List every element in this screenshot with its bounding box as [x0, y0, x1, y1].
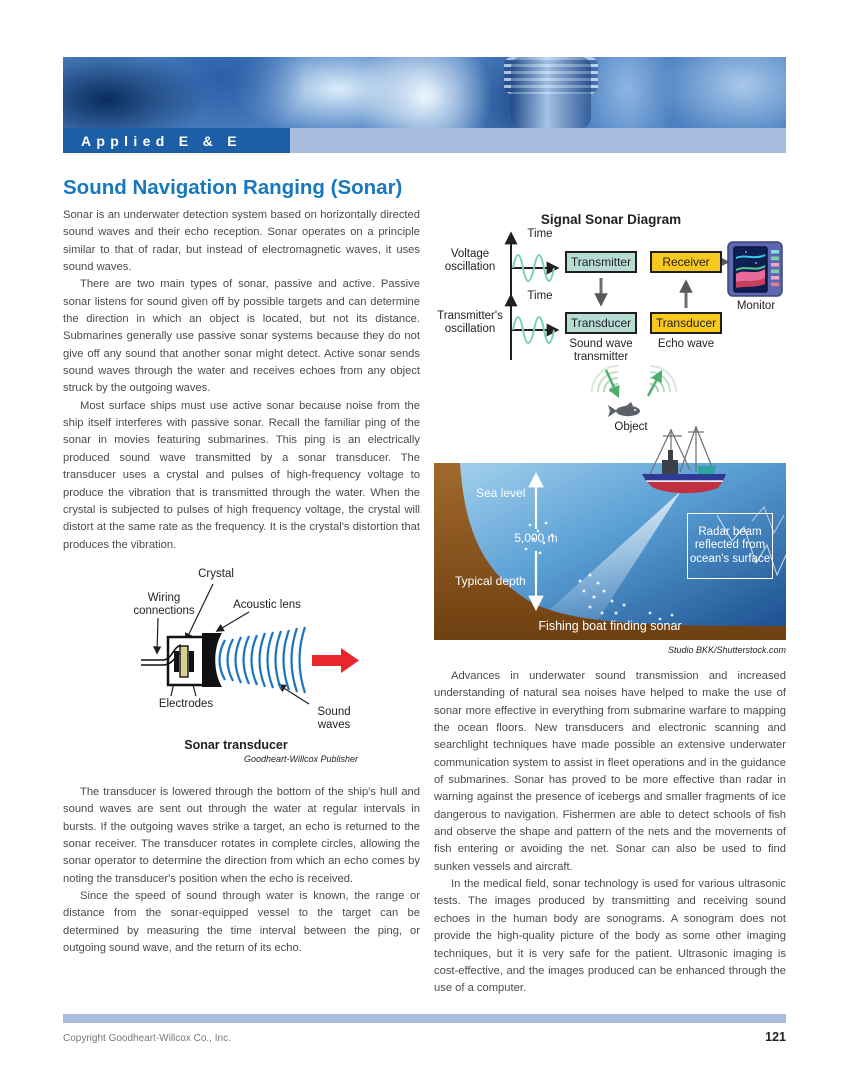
wiring-connections-label: Wiring connections: [133, 592, 195, 617]
echo-arcs: [591, 365, 677, 393]
electrode-left: [174, 651, 179, 672]
electrodes-label: Electrodes: [158, 698, 214, 710]
time-label-bottom: Time: [527, 290, 553, 302]
sea-level-label: Sea level: [476, 486, 526, 500]
signal-diagram-title: Signal Sonar Diagram: [540, 212, 682, 227]
echo-direction-arrows: [604, 369, 663, 399]
page-number: 121: [765, 1030, 786, 1044]
leader-lines: [152, 583, 310, 705]
signal-sonar-diagram: Signal Sonar Diagram Voltage oscillation…: [434, 208, 788, 460]
sound-wave-transmitter-label: Sound wave transmitter: [569, 338, 633, 363]
transducer-diagram-graphic: [141, 583, 359, 705]
header-photo-banner: [63, 57, 786, 128]
radar-beam-callout-text: Radar beam reflected from ocean's surfac…: [689, 525, 771, 565]
object-label: Object: [614, 421, 648, 433]
time-label-top: Time: [527, 228, 553, 240]
ocean-graphic: [434, 463, 787, 640]
figure-caption: Sonar transducer: [184, 738, 288, 752]
signal-diagram-graphic: [504, 231, 783, 417]
section-band: Applied E & E: [63, 128, 290, 153]
direction-arrow-red: [312, 648, 359, 673]
ocean-caption: Fishing boat finding sonar: [538, 619, 682, 633]
acoustic-lens-label: Acoustic lens: [233, 599, 301, 611]
paragraph: The transducer is lowered through the bo…: [63, 786, 420, 885]
paragraph: Most surface ships must use active sonar…: [63, 399, 420, 551]
fish-school-specks: [524, 521, 674, 621]
fishing-boat-icon: [642, 426, 726, 494]
echo-wave-label: Echo wave: [657, 338, 715, 350]
radar-zigzag-2: [751, 506, 785, 535]
fish-icon: [608, 402, 640, 417]
probe-tube-graphic: [511, 57, 591, 128]
transmitter-box: Transmitter: [565, 251, 637, 273]
left-column-text: Sonar is an underwater detection system …: [63, 207, 420, 554]
footer-bar: [63, 1014, 786, 1023]
paragraph: There are two main types of sonar, passi…: [63, 278, 420, 395]
sound-waves-label: Sound waves: [317, 706, 351, 731]
transmitters-oscillation-label: Transmitter's oscillation: [437, 310, 503, 335]
voltage-sine-wave: [512, 254, 555, 282]
section-band-extension: [290, 128, 786, 153]
radar-beam-callout: Radar beam reflected from ocean's surfac…: [687, 513, 773, 579]
depth-value-label: 5,000 m: [514, 531, 558, 545]
monitor-icon: [727, 241, 783, 297]
radar-zigzag: [716, 514, 787, 577]
sonar-beam: [546, 491, 681, 629]
right-column-text: Advances in underwater sound transmissio…: [434, 668, 786, 998]
crystal-graphic: [179, 645, 189, 678]
voltage-oscillation-label: Voltage oscillation: [444, 248, 496, 273]
ocean-figure: Sea level 5,000 m Typical depth Radar be…: [434, 426, 787, 640]
flow-arrows: [594, 255, 730, 308]
transducer-echo-box: Transducer: [650, 312, 722, 334]
ocean-credit: Studio BKK/Shutterstock.com: [667, 645, 786, 655]
left-column-lower-text: The transducer is lowered through the bo…: [63, 784, 420, 957]
receiver-box: Receiver: [650, 251, 722, 273]
sound-wave-arcs: [218, 626, 307, 694]
figure-credit: Goodheart-Willcox Publisher: [244, 754, 358, 764]
crystal-label: Crystal: [198, 568, 234, 580]
page-title: Sound Navigation Ranging (Sonar): [63, 176, 403, 199]
paragraph: In the medical field, sonar technology i…: [434, 878, 786, 995]
section-label: Applied E & E: [81, 132, 242, 149]
acoustic-lens-graphic: [202, 633, 222, 687]
paragraph: Advances in underwater sound transmissio…: [434, 670, 786, 873]
transmitter-sine-wave: [512, 316, 555, 344]
paragraph: Sonar is an underwater detection system …: [63, 209, 420, 274]
transducer-send-box: Transducer: [565, 312, 637, 334]
seabed: [434, 463, 786, 640]
electrode-right: [189, 651, 194, 672]
monitor-label: Monitor: [736, 300, 776, 312]
transducer-figure: Crystal Wiring connections Acoustic lens…: [63, 556, 423, 774]
typical-depth-label: Typical depth: [455, 574, 526, 588]
paragraph: Since the speed of sound through water i…: [63, 890, 420, 955]
copyright-text: Copyright Goodheart-Willcox Co., Inc.: [63, 1033, 231, 1044]
